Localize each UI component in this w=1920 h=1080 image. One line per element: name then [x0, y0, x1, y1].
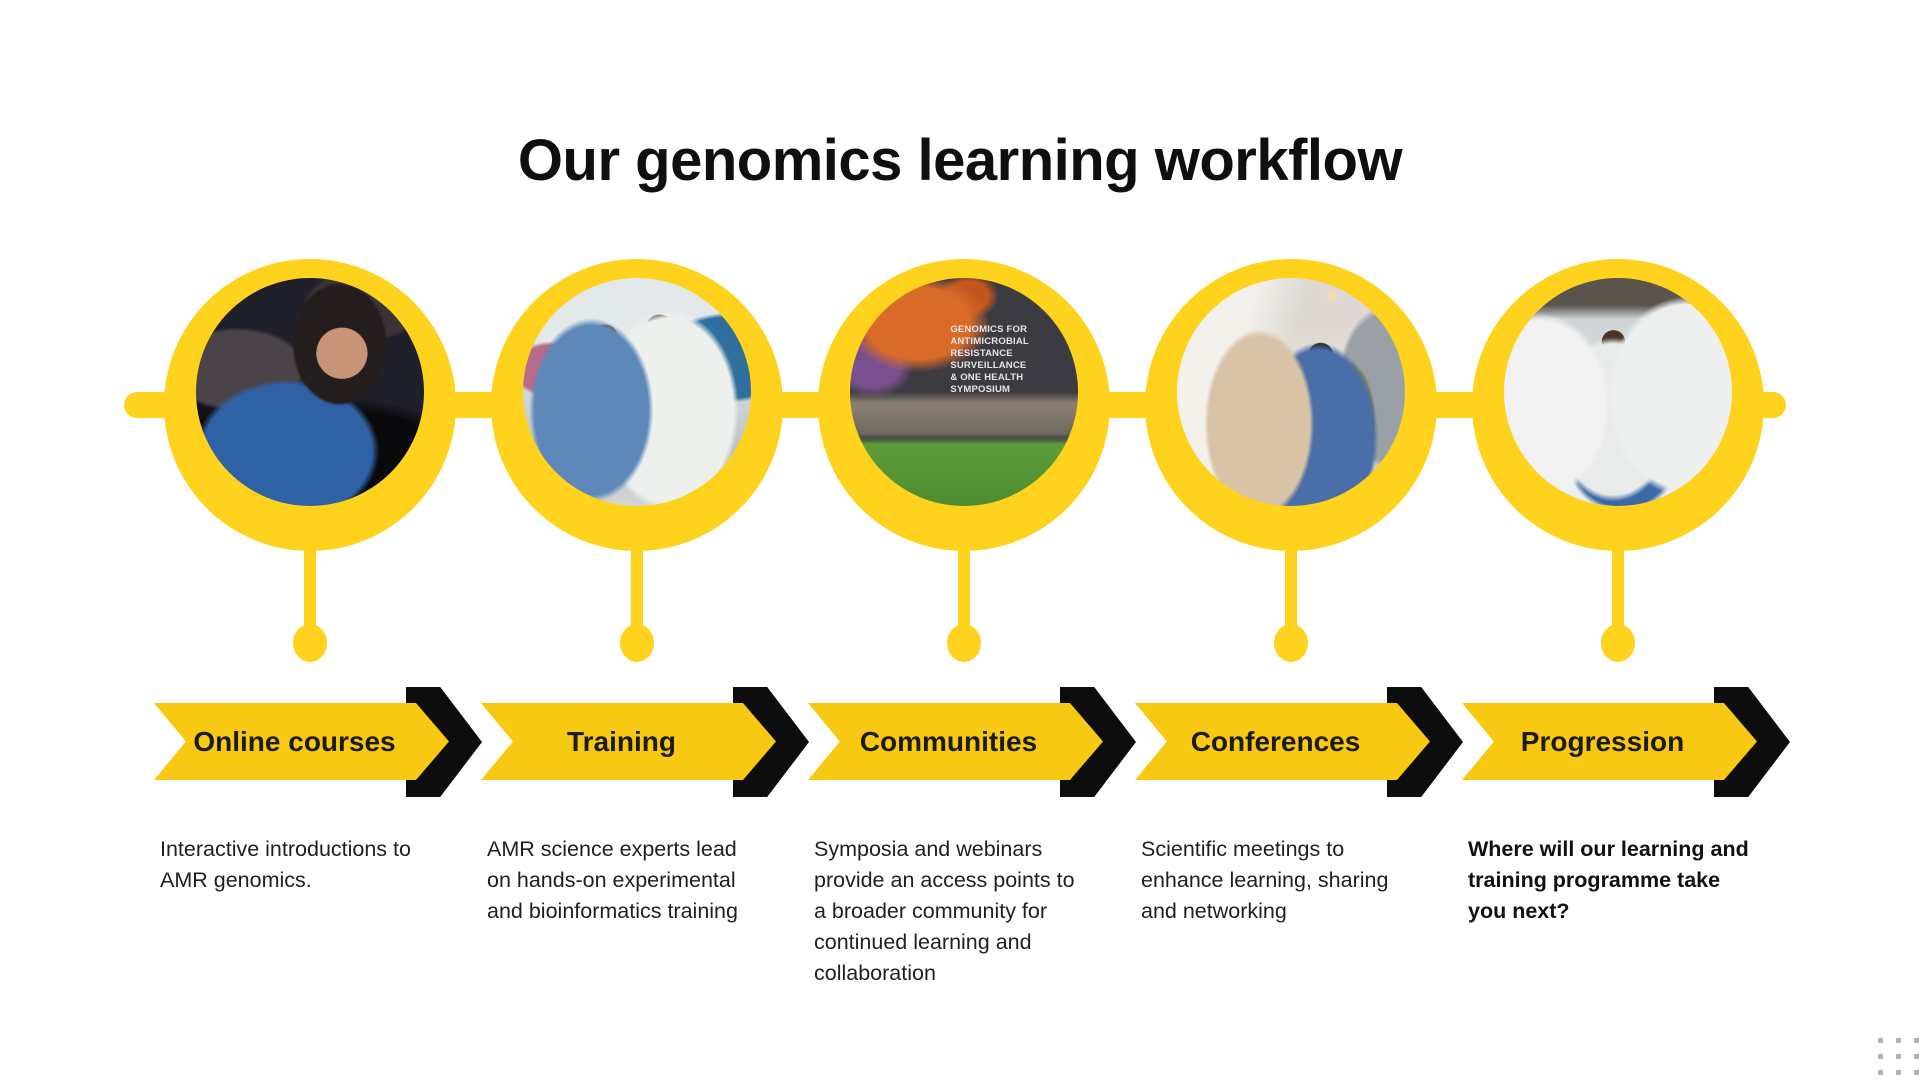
connector-stem: [304, 548, 316, 626]
step-description: Where will our learning and training pro…: [1468, 837, 1749, 923]
connector-stem: [631, 548, 643, 626]
connector-dot: [947, 624, 981, 662]
connector-dot: [1601, 624, 1635, 662]
online-courses-photo: [196, 278, 424, 506]
symposium-banner-text: GENOMICS FOR ANTIMICROBIAL RESISTANCE SU…: [950, 323, 1029, 395]
connector-stem: [1612, 548, 1624, 626]
step-banner: Conferences: [1135, 703, 1430, 780]
step-label: Communities: [859, 725, 1038, 757]
progression-photo: [1504, 278, 1732, 506]
training-photo: [523, 278, 751, 506]
connector-stem: [958, 548, 970, 626]
connector-dot: [620, 624, 654, 662]
step-banner: Progression: [1462, 703, 1757, 780]
step-label: Training: [567, 725, 676, 757]
connector-dot: [1274, 624, 1308, 662]
step-label: Conferences: [1190, 725, 1361, 757]
step-description: Scientific meetings to enhance learning,…: [1141, 837, 1389, 923]
step-label: Online courses: [193, 725, 396, 757]
dot-grid-ornament: [1878, 1038, 1919, 1075]
page-title: Our genomics learning workflow: [517, 127, 1403, 193]
step-banner: Training: [481, 703, 776, 780]
connector-dot: [293, 624, 327, 662]
conferences-photo: [1177, 278, 1405, 506]
step-banner: Communities: [808, 703, 1103, 780]
communities-photo: GENOMICS FOR ANTIMICROBIAL RESISTANCE SU…: [850, 278, 1078, 506]
step-description: Symposia and webinars provide an access …: [814, 837, 1075, 985]
step-description: Interactive introductions to AMR genomic…: [160, 837, 411, 892]
connector-stem: [1285, 548, 1297, 626]
step-description: AMR science experts lead on hands-on exp…: [487, 837, 738, 923]
step-label: Progression: [1520, 725, 1685, 757]
step-banner: Online courses: [154, 703, 449, 780]
